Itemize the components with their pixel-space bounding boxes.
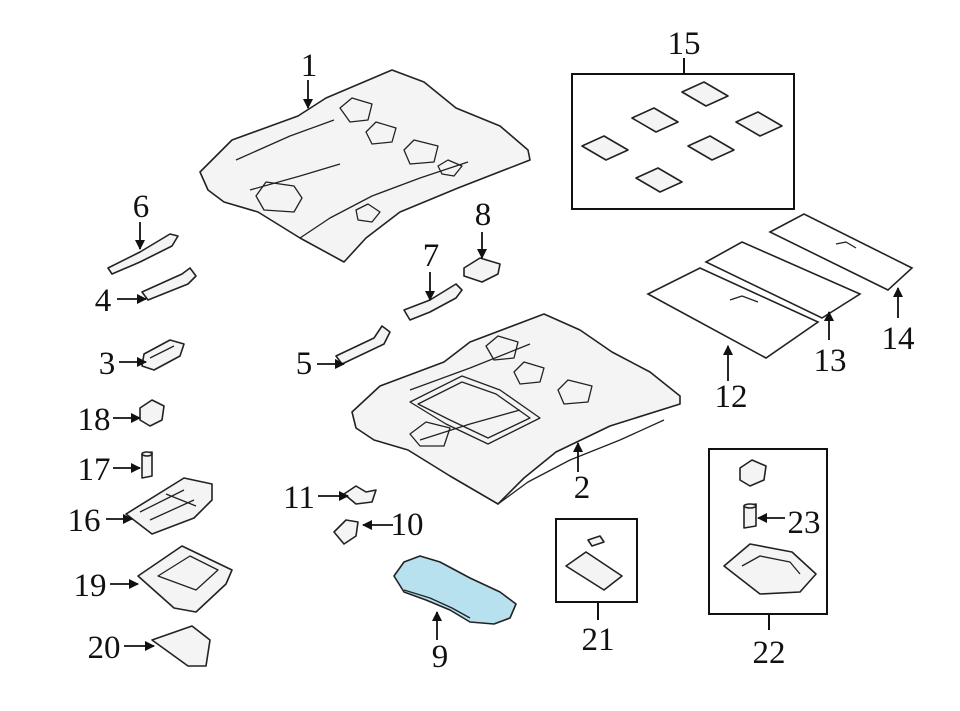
callout-16: 16 xyxy=(68,503,101,539)
part-14-panel xyxy=(768,213,914,291)
callout-14: 14 xyxy=(882,321,915,357)
callout-8: 8 xyxy=(475,197,492,233)
part-9-sun-visor xyxy=(393,555,517,625)
callout-12: 12 xyxy=(715,379,748,415)
callout-10: 10 xyxy=(391,507,424,543)
callout-4: 4 xyxy=(95,283,112,319)
callout-19: 19 xyxy=(74,568,107,604)
part-10 xyxy=(333,519,359,545)
part-11 xyxy=(343,485,377,505)
callout-22: 22 xyxy=(753,635,786,671)
callout-17: 17 xyxy=(78,452,111,488)
callout-18: 18 xyxy=(78,402,111,438)
part-16-console xyxy=(125,477,213,535)
part-7 xyxy=(403,283,463,321)
part-22-lamp-assembly xyxy=(708,448,828,615)
callout-20: 20 xyxy=(88,630,121,666)
part-23 xyxy=(743,503,757,529)
callout-1: 1 xyxy=(301,48,318,84)
part-18 xyxy=(139,399,165,427)
part-15-pad-set xyxy=(571,73,795,210)
part-5 xyxy=(335,325,391,365)
callout-labels: 1 2 3 4 5 6 7 8 9 10 11 12 13 14 15 16 1… xyxy=(68,26,915,675)
part-6 xyxy=(107,233,179,275)
part-12-panel xyxy=(646,267,820,359)
callout-23: 23 xyxy=(788,505,821,541)
part-17 xyxy=(141,451,153,479)
part-2-headliner-rear xyxy=(351,313,681,505)
callout-13: 13 xyxy=(814,343,847,379)
callout-15: 15 xyxy=(668,26,701,62)
callout-6: 6 xyxy=(133,189,150,225)
part-3 xyxy=(141,339,185,371)
callout-7: 7 xyxy=(423,238,440,274)
callout-3: 3 xyxy=(99,346,116,382)
callout-9: 9 xyxy=(432,639,449,675)
callout-2: 2 xyxy=(574,470,591,506)
leader-lines xyxy=(106,58,903,651)
part-4 xyxy=(141,267,197,301)
part-21-lamp-kit xyxy=(555,518,638,603)
part-13-panel xyxy=(704,241,862,319)
callout-21: 21 xyxy=(582,622,615,658)
part-19-lamp-housing xyxy=(137,545,233,613)
part-8 xyxy=(463,257,501,283)
part-20-bezel xyxy=(151,625,211,667)
callout-5: 5 xyxy=(296,346,313,382)
callout-11: 11 xyxy=(283,480,315,516)
part-1-headliner-front xyxy=(199,69,531,263)
